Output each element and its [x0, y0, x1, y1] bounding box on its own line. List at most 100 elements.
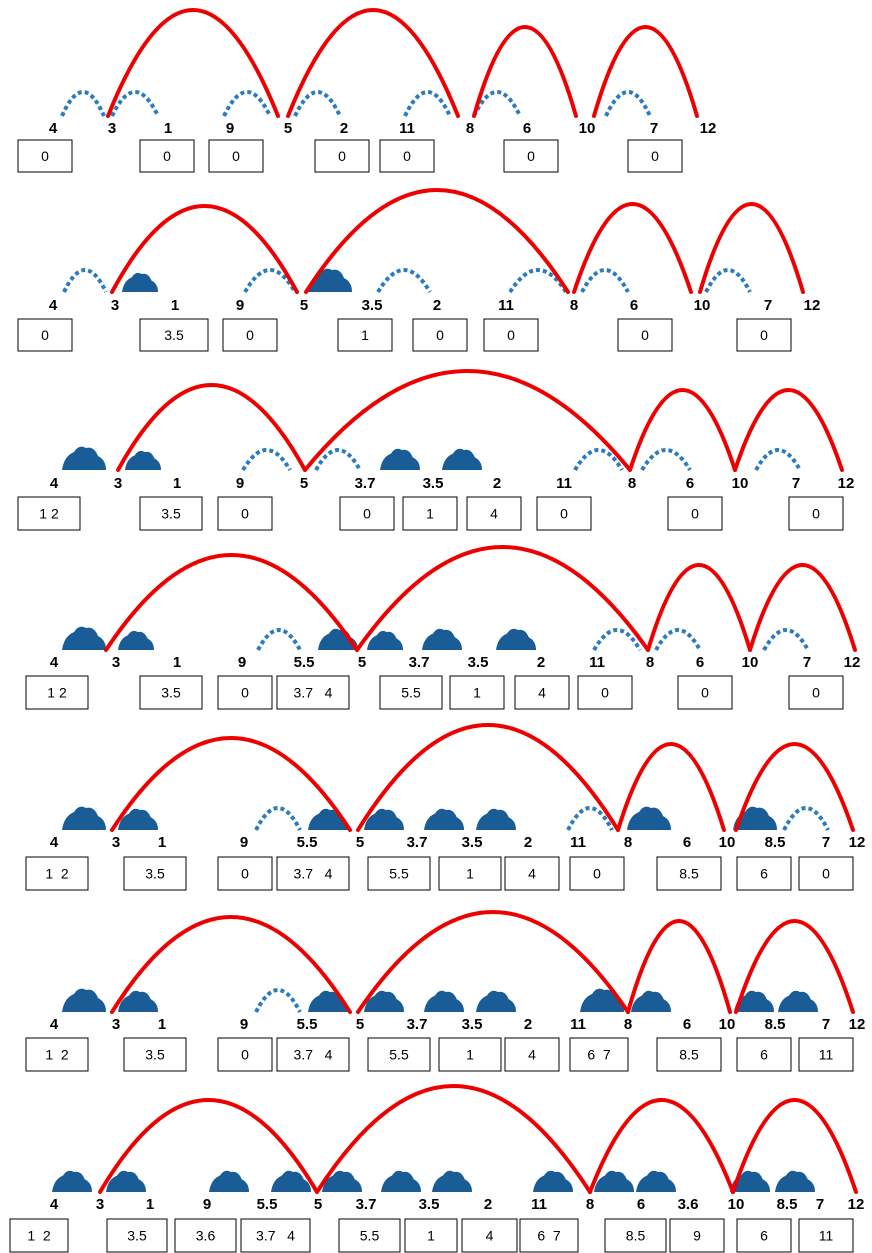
value-box-text: 9: [693, 1228, 701, 1244]
number-label: 4: [50, 1016, 59, 1033]
value-box-text: 6: [760, 866, 768, 882]
value-box: [106, 1218, 168, 1253]
value-box-text: 0: [527, 148, 535, 164]
value-box-text: 5.5: [360, 1228, 380, 1244]
value-box: [667, 496, 723, 531]
value-box-text: 6 7: [587, 1047, 611, 1063]
value-box-text: 0: [363, 506, 371, 522]
number-label: 3.5: [362, 297, 383, 314]
dotted-arc: [754, 448, 802, 471]
dotted-arc: [256, 628, 302, 651]
value-box-text: 0: [246, 327, 254, 343]
number-label: 5: [300, 297, 308, 314]
value-box-text: 1 2: [39, 506, 59, 522]
number-label: 8: [466, 120, 474, 137]
number-label: 5.5: [297, 834, 318, 851]
value-box-text: 4: [490, 506, 498, 522]
value-box: [798, 1037, 854, 1072]
dotted-arc: [254, 988, 302, 1013]
number-label: 2: [340, 120, 348, 137]
value-box-text: 0: [241, 866, 249, 882]
number-label: 10: [719, 834, 736, 851]
number-label: 7: [764, 297, 772, 314]
value-box-text: 0: [403, 148, 411, 164]
value-box: [736, 856, 792, 891]
number-label: 4: [50, 1196, 59, 1213]
value-box-text: 0: [163, 148, 171, 164]
value-box: [17, 496, 81, 531]
value-box-text: 0: [338, 148, 346, 164]
value-box: [240, 1218, 311, 1253]
value-box: [123, 856, 187, 891]
number-label: 6: [683, 1016, 691, 1033]
dotted-arc: [254, 806, 302, 831]
number-label: 2: [524, 834, 532, 851]
number-label: 7: [822, 1016, 830, 1033]
hill-mark: [533, 1170, 573, 1192]
hill-mark: [367, 630, 403, 650]
big-arc: [303, 369, 632, 472]
value-box: [17, 139, 73, 173]
hill-mark: [631, 990, 671, 1012]
hill-mark: [62, 806, 106, 830]
number-label: 3.7: [407, 1016, 428, 1033]
value-box-text: 3.7 4: [294, 685, 333, 701]
number-label: 3: [111, 297, 119, 314]
number-label: 10: [579, 120, 596, 137]
number-label: 5: [300, 475, 308, 492]
dotted-arc: [110, 90, 160, 117]
value-box: [656, 1037, 722, 1072]
value-box: [217, 856, 273, 891]
value-box: [339, 496, 395, 531]
value-box: [379, 139, 435, 173]
number-label: 3: [114, 475, 122, 492]
value-box: [139, 675, 203, 710]
number-label: 4: [49, 120, 58, 137]
value-box: [504, 856, 560, 891]
value-box: [25, 856, 89, 891]
number-label: 3.5: [462, 834, 483, 851]
number-label: 5: [284, 120, 292, 137]
value-box: [222, 318, 278, 352]
number-label: 6: [683, 834, 691, 851]
number-label: 11: [498, 297, 514, 314]
value-box: [338, 1218, 401, 1253]
value-box: [25, 1037, 89, 1072]
value-box: [536, 496, 592, 531]
value-box: [736, 1037, 792, 1072]
big-arc: [110, 915, 352, 1014]
number-label: 2: [524, 1016, 532, 1033]
value-box-text: 11: [819, 1047, 834, 1063]
number-label: 10: [732, 475, 749, 492]
number-label: 12: [848, 1196, 865, 1213]
value-box: [139, 496, 203, 531]
value-box-text: 0: [812, 685, 820, 701]
big-arc: [626, 919, 732, 1014]
dotted-arc: [704, 268, 752, 293]
big-arc: [110, 736, 352, 832]
value-box-text: 1: [427, 1228, 435, 1244]
big-arc: [592, 25, 699, 118]
number-label: 3: [96, 1196, 104, 1213]
dotted-arc: [604, 90, 652, 117]
big-arc: [98, 1098, 319, 1194]
number-label: 3.5: [462, 1016, 483, 1033]
value-box: [617, 318, 673, 352]
number-label: 5.5: [257, 1196, 278, 1213]
number-label: 8: [624, 1016, 632, 1033]
number-label: 3: [112, 654, 120, 671]
value-box-text: 0: [232, 148, 240, 164]
hill-mark: [424, 990, 464, 1012]
hill-mark: [52, 1170, 92, 1192]
number-label: 2: [537, 654, 545, 671]
dotted-arc: [566, 806, 614, 831]
number-label: 7: [792, 475, 800, 492]
big-arc: [572, 202, 693, 294]
number-label: 3.5: [419, 1196, 440, 1213]
number-label: 4: [50, 654, 59, 671]
number-label: 7: [650, 120, 658, 137]
value-box-text: 0: [701, 685, 709, 701]
value-box-text: 3.7 4: [256, 1228, 295, 1244]
